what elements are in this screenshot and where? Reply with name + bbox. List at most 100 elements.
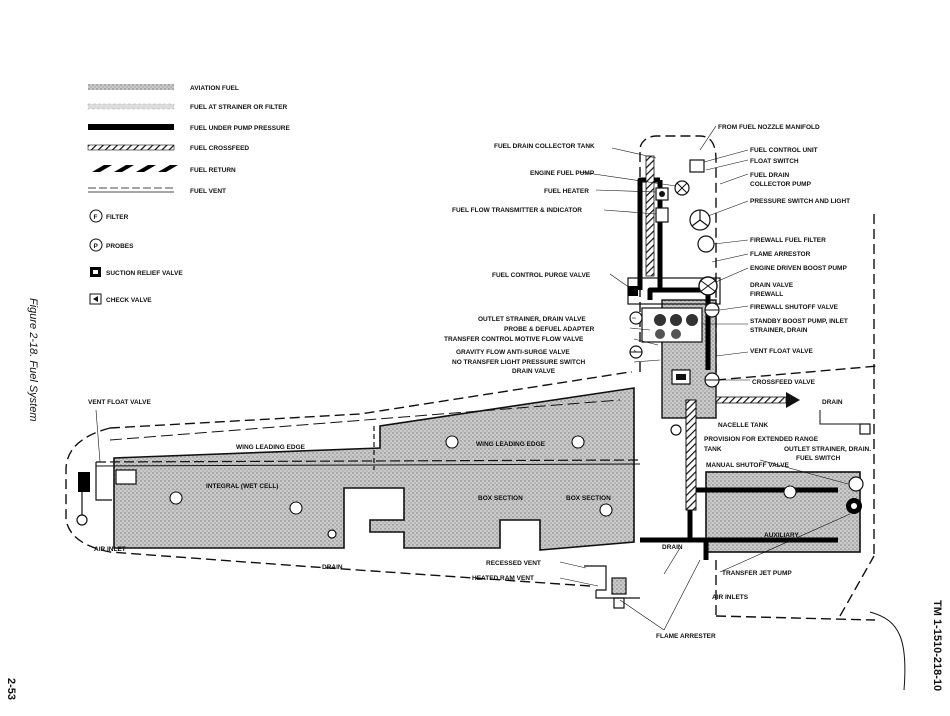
- legend-fuel-vent: FUEL VENT: [190, 188, 226, 195]
- label-collector-pump: COLLECTOR PUMP: [750, 181, 812, 188]
- nacelle-drain-right-icon: [819, 410, 871, 435]
- legend-swatch-pump-pressure: [88, 124, 174, 130]
- label-drain-top: DRAIN: [822, 399, 843, 406]
- probe-icon: [169, 435, 797, 517]
- probe-symbol-letter: P: [94, 243, 99, 250]
- label-strainer-drain: STRAINER, DRAIN: [750, 327, 808, 334]
- nacelle-drain-icon: [670, 424, 682, 436]
- label-crossfeed-valve: CROSSFEED VALVE: [752, 379, 816, 386]
- label-nacelle-tank: NACELLE TANK: [718, 422, 768, 429]
- label-fuel-switch: FUEL SWITCH: [796, 455, 841, 462]
- label-wing-leading-edge-1: WING LEADING EDGE: [236, 444, 306, 451]
- filter-symbol-icon: [89, 209, 103, 223]
- label-flame-arrester: FLAME ARRESTER: [656, 633, 716, 640]
- engine-fuel-pump-icon: [674, 180, 690, 196]
- crossfeed-valve-icon: [704, 372, 720, 388]
- air-inlet-icon: [76, 472, 90, 526]
- fairing-line: [869, 611, 906, 691]
- label-recessed-vent: RECESSED VENT: [486, 560, 541, 567]
- legend-swatch-crossfeed: [87, 144, 175, 151]
- label-gravity-flow: GRAVITY FLOW ANTI-SURGE VALVE: [456, 349, 570, 356]
- label-drain-valve-a: DRAIN VALVE: [750, 282, 794, 289]
- label-manual-shutoff: MANUAL SHUTOFF VALVE: [706, 462, 790, 469]
- label-pressure-switch-light: PRESSURE SWITCH AND LIGHT: [750, 198, 850, 205]
- label-outlet-strainer-drain-r: OUTLET STRAINER, DRAIN.: [784, 446, 871, 453]
- label-flow-transmitter: FUEL FLOW TRANSMITTER & INDICATOR: [452, 207, 582, 214]
- label-integral: INTEGRAL (WET CELL): [206, 483, 278, 490]
- legend-fuel-crossfeed: FUEL CROSSFEED: [190, 145, 249, 152]
- label-air-inlet: AIR INLET: [94, 546, 126, 553]
- label-vent-float-left: VENT FLOAT VALVE: [88, 399, 151, 406]
- label-fuel-drain: FUEL DRAIN: [750, 172, 790, 179]
- label-air-inlets: AIR INLETS: [712, 594, 749, 601]
- legend-fuel-pump-pressure: FUEL UNDER PUMP PRESSURE: [190, 125, 290, 132]
- label-engine-fuel-pump: ENGINE FUEL PUMP: [530, 170, 595, 177]
- label-fuel-control-unit: FUEL CONTROL UNIT: [750, 147, 818, 154]
- flow-transmitter-icon: [655, 207, 669, 223]
- legend-fuel-strainer: FUEL AT STRAINER OR FILTER: [190, 104, 288, 111]
- label-vent-float-right: VENT FLOAT VALVE: [750, 348, 813, 355]
- vent-lines: [95, 399, 641, 501]
- wing-drain-icon: [327, 529, 337, 539]
- label-engine-boost-pump: ENGINE DRIVEN BOOST PUMP: [750, 265, 847, 272]
- label-flame-arrestor: FLAME ARRESTOR: [750, 251, 811, 258]
- pressure-switch-icon: [689, 209, 711, 231]
- transfer-jet-pump-icon: [846, 498, 862, 514]
- label-no-transfer-light: NO TRANSFER LIGHT PRESSURE SWITCH: [452, 359, 586, 366]
- legend: AVIATION FUEL FUEL AT STRAINER OR FILTER…: [87, 84, 290, 305]
- wing-outline: [65, 135, 879, 621]
- label-heated-ram-vent: HEATED RAM VENT: [472, 575, 534, 582]
- label-standby-pump: STANDBY BOOST PUMP, INLET: [750, 318, 848, 325]
- crossfeed-arrow-icon: [715, 392, 800, 408]
- crossfeed-line: [685, 399, 697, 511]
- label-transfer-motive: TRANSFER CONTROL MOTIVE FLOW VALVE: [444, 336, 584, 343]
- label-box-section-1: BOX SECTION: [478, 495, 523, 502]
- flame-arrester-icon: [611, 577, 627, 609]
- legend-fuel-return: FUEL RETURN: [190, 167, 236, 174]
- label-box-section-2: BOX SECTION: [566, 495, 611, 502]
- label-drain-collector-tank: FUEL DRAIN COLLECTOR TANK: [494, 143, 595, 150]
- manual-shutoff-valve-icon: [671, 369, 691, 385]
- label-extended-range: PROVISION FOR EXTENDED RANGE: [704, 436, 819, 443]
- fuel-control-unit-icon: [689, 159, 705, 173]
- label-fuel-heater: FUEL HEATER: [544, 188, 589, 195]
- integral-wing-tank: [113, 387, 635, 551]
- label-drain-wing: DRAIN: [322, 564, 343, 571]
- label-drain-mid: DRAIN: [662, 544, 683, 551]
- leader-lines: [95, 125, 851, 631]
- label-drain-valve-b: DRAIN VALVE: [512, 368, 556, 375]
- label-auxiliary: AUXILIARY: [764, 532, 799, 539]
- label-firewall: FIREWALL: [750, 291, 783, 298]
- fuel-switch-icon: [848, 476, 864, 492]
- legend-swatch-aviation-fuel: [88, 84, 174, 90]
- legend-filter: FILTER: [106, 214, 129, 221]
- vent-float-valve-left-icon: [115, 469, 137, 485]
- label-purge-valve: FUEL CONTROL PURGE VALVE: [492, 272, 591, 279]
- legend-suction-relief: SUCTION RELIEF VALVE: [106, 270, 183, 277]
- label-wing-leading-edge-2: WING LEADING EDGE: [476, 441, 546, 448]
- label-firewall-shutoff: FIREWALL SHUTOFF VALVE: [750, 304, 839, 311]
- page-number: 2-53: [5, 678, 17, 700]
- legend-probes: PROBES: [106, 243, 134, 250]
- label-tank: TANK: [704, 446, 722, 453]
- legend-swatch-return: [92, 165, 178, 172]
- tm-number: TM 1-1510-218-10: [931, 600, 943, 691]
- label-transfer-jet-pump: TRANSFER JET PUMP: [722, 570, 792, 577]
- filter-symbol-letter: F: [94, 214, 98, 221]
- fuel-heater-icon: [655, 187, 669, 201]
- firewall-filter-icon: [697, 235, 715, 253]
- probe-symbol-icon: [89, 238, 103, 252]
- return-line: [645, 155, 655, 277]
- firewall-shutoff-valve-icon: [704, 302, 720, 318]
- ram-vent-icon: [584, 565, 640, 599]
- label-probe-defuel: PROBE & DEFUEL ADAPTER: [504, 326, 595, 333]
- label-float-switch: FLOAT SWITCH: [750, 158, 799, 165]
- boost-pump-icon: [698, 276, 718, 296]
- label-outlet-strainer-drain: OUTLET STRAINER, DRAIN VALVE: [478, 316, 586, 323]
- label-from-nozzle: FROM FUEL NOZZLE MANIFOLD: [718, 124, 820, 131]
- label-firewall-filter: FIREWALL FUEL FILTER: [750, 237, 826, 244]
- legend-swatch-strainer: [87, 103, 175, 110]
- purge-valve-icon: [628, 286, 638, 296]
- figure-caption: Figure 2-18. Fuel System: [27, 298, 39, 422]
